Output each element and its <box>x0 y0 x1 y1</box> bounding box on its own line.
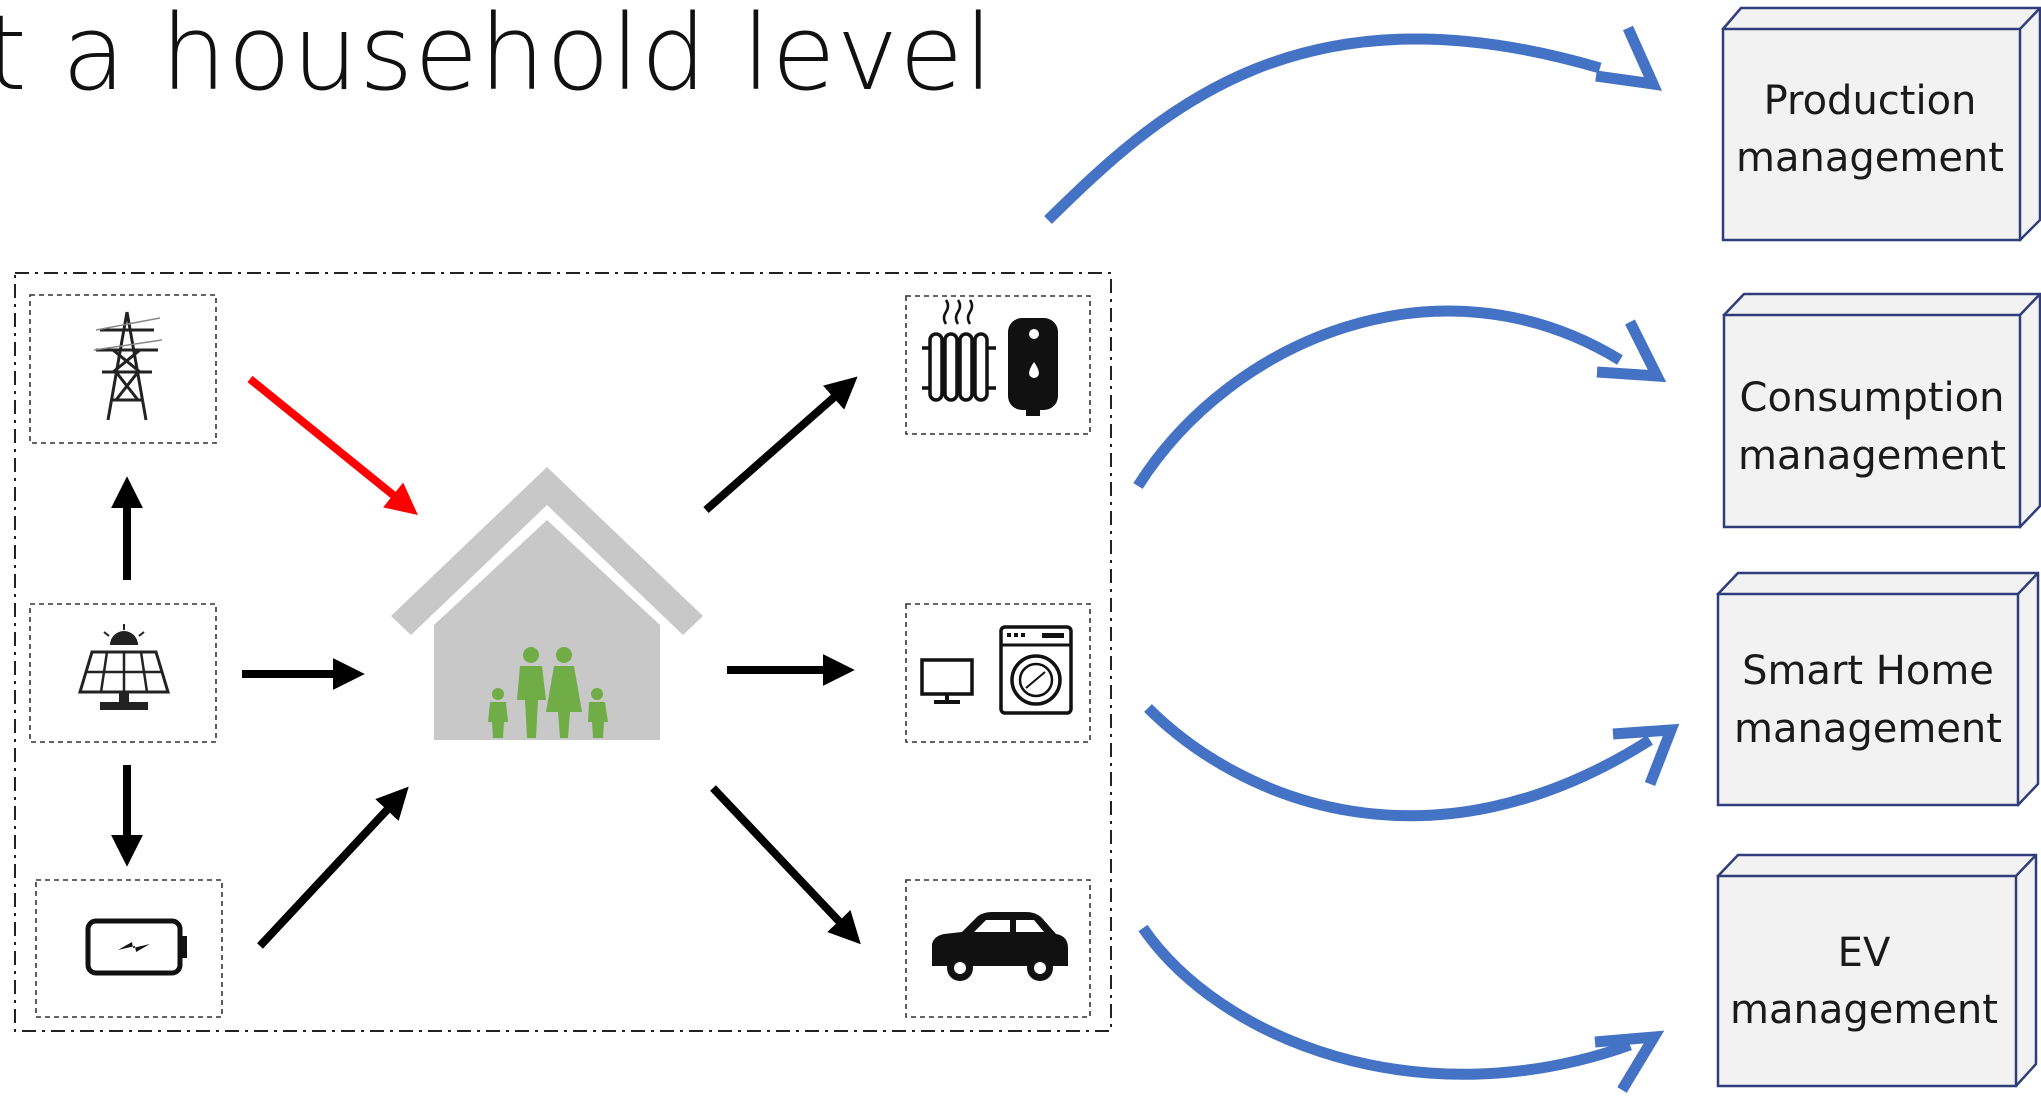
radiator-water-heater-icon <box>922 299 1058 416</box>
curve-to-ev <box>1138 924 1632 1080</box>
ev-management-box[interactable] <box>1716 853 2038 1088</box>
smart-home-management-box[interactable] <box>1716 571 2040 807</box>
car-icon <box>932 912 1068 981</box>
arrow-house-to-ev <box>710 785 861 945</box>
house-family-icon <box>391 467 703 740</box>
smarthome-label-line2: management <box>1734 706 2002 752</box>
curve-to-production <box>1044 33 1602 224</box>
ev-frame <box>905 879 1091 1018</box>
ev-label-line2: management <box>1730 987 1998 1033</box>
arrow-grid-to-house <box>247 375 418 516</box>
grid-frame <box>29 294 217 444</box>
curve-to-production-head <box>1595 25 1663 91</box>
heating-frame <box>905 295 1091 435</box>
curve-to-consumption-head <box>1596 319 1667 383</box>
page-title: t a household level <box>0 0 995 114</box>
curve-to-ev-head <box>1594 1030 1665 1093</box>
production-management-box[interactable] <box>1721 6 2041 242</box>
ev-label-line1: EV <box>1838 930 1891 976</box>
production-label-line2: management <box>1736 135 2004 181</box>
solar-panel-icon <box>77 624 171 710</box>
battery-frame <box>35 879 223 1018</box>
curve-to-smarthome-head <box>1612 723 1680 786</box>
arrow-house-to-heating <box>703 376 858 514</box>
curve-to-smarthome <box>1144 704 1653 822</box>
tv-washing-machine-icon <box>920 625 1073 715</box>
smarthome-label-line1: Smart Home <box>1742 648 1994 694</box>
battery-icon <box>85 918 187 976</box>
production-label-line1: Production <box>1764 78 1977 124</box>
arrow-battery-to-house <box>257 786 409 949</box>
transmission-tower-icon <box>93 311 163 421</box>
appliances-frame <box>905 603 1091 743</box>
consumption-management-box[interactable] <box>1722 292 2041 529</box>
solar-frame <box>29 603 217 743</box>
consumption-label-line1: Consumption <box>1740 375 2005 421</box>
consumption-label-line2: management <box>1738 433 2006 479</box>
household-boundary <box>14 272 1112 1032</box>
curve-to-consumption <box>1133 305 1623 489</box>
